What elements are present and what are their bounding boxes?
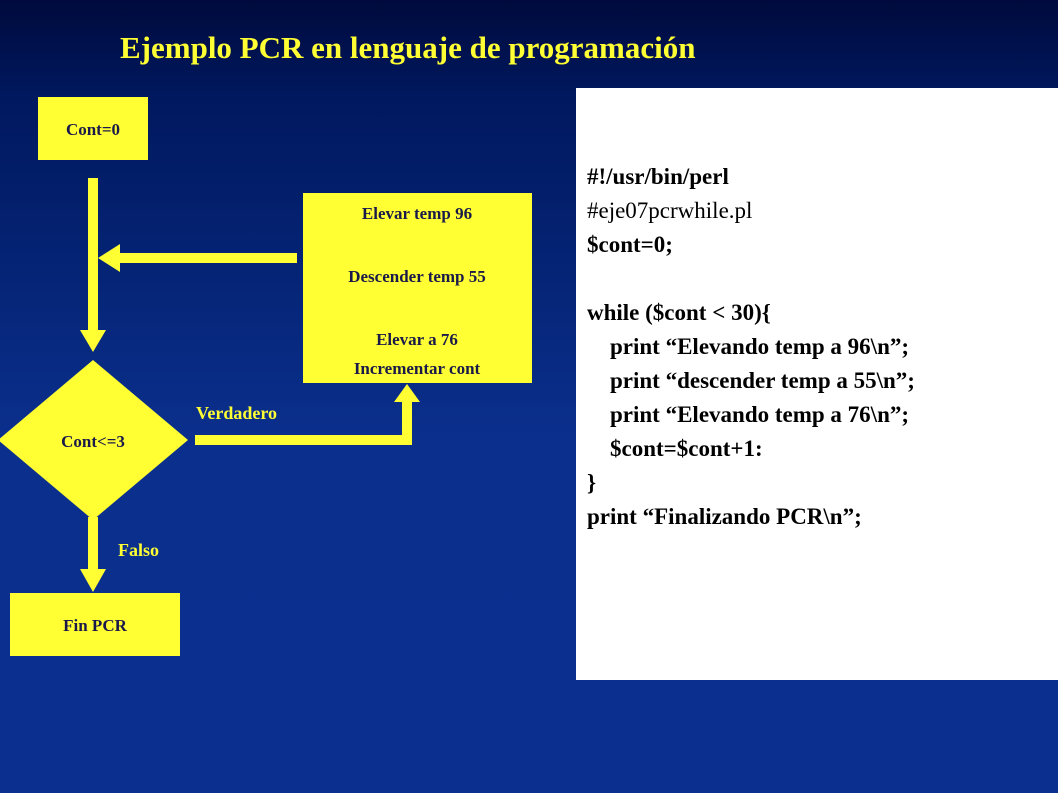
code-line: } [587,470,597,495]
slide-title: Ejemplo PCR en lenguaje de programación [120,30,696,65]
code-line: #!/usr/bin/perl [587,164,729,189]
code-panel: #!/usr/bin/perl #eje07pcrwhile.pl $cont=… [576,88,1058,680]
code-line-blank [587,262,1058,296]
code-line: print “Elevando temp a 96\n”; [587,334,910,359]
start-node-label: Cont=0 [66,120,120,139]
arrowhead-into-condition [80,330,106,352]
arrowhead-into-end [80,569,106,592]
loop-body-line-2: Descender temp 55 [348,267,486,286]
code-line: print “Finalizando PCR\n”; [587,504,862,529]
arrowhead-into-loop-body [394,384,420,402]
code-line: #eje07pcrwhile.pl [587,198,753,223]
code-line: while ($cont < 30){ [587,300,771,325]
connector-true-branch-vertical [402,402,412,445]
connector-start-to-condition [88,178,98,330]
true-branch-label: Verdadero [196,403,277,423]
code-line: print “descender temp a 55\n”; [587,368,915,393]
false-branch-label: Falso [118,540,159,560]
loop-body-line-1: Elevar temp 96 [362,204,472,223]
loop-body-node [303,193,532,383]
arrowhead-loop-return [98,244,120,272]
code-line: $cont=$cont+1: [587,436,763,461]
end-node [10,593,180,656]
loop-body-line-4: Incrementar cont [354,359,481,378]
code-line: print “Elevando temp a 76\n”; [587,402,910,427]
loop-body-line-3: Elevar a 76 [376,330,458,349]
end-node-label: Fin PCR [63,616,127,635]
connector-false-branch [88,517,98,569]
condition-node-label: Cont<=3 [61,432,125,451]
condition-node [0,360,188,520]
connector-loop-return [120,253,297,263]
connector-true-branch-horizontal [195,435,412,445]
start-node [38,97,148,160]
code-line: $cont=0; [587,232,673,257]
